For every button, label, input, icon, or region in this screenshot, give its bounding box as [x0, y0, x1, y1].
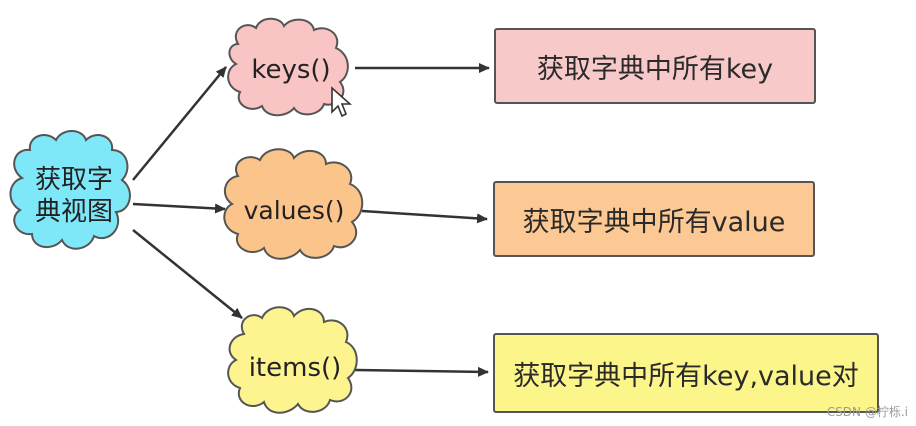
- arrow-source-to-values: [132, 202, 226, 214]
- arrow-items-to-box: [354, 366, 489, 377]
- arrow-source-to-items: [132, 229, 243, 319]
- values-cloud: [223, 148, 364, 260]
- arrow-source-to-keys: [132, 66, 227, 181]
- source-cloud: [9, 130, 131, 250]
- values-description-box: 获取字典中所有value: [493, 181, 815, 257]
- items-description-box: 获取字典中所有key,value对: [493, 333, 879, 413]
- items-cloud: [227, 306, 358, 414]
- arrow-values-to-box: [361, 209, 488, 224]
- mouse-pointer-icon: [331, 86, 352, 118]
- keys-description-box: 获取字典中所有key: [494, 28, 816, 104]
- watermark-text: CSDN @柠栎.i: [826, 405, 908, 419]
